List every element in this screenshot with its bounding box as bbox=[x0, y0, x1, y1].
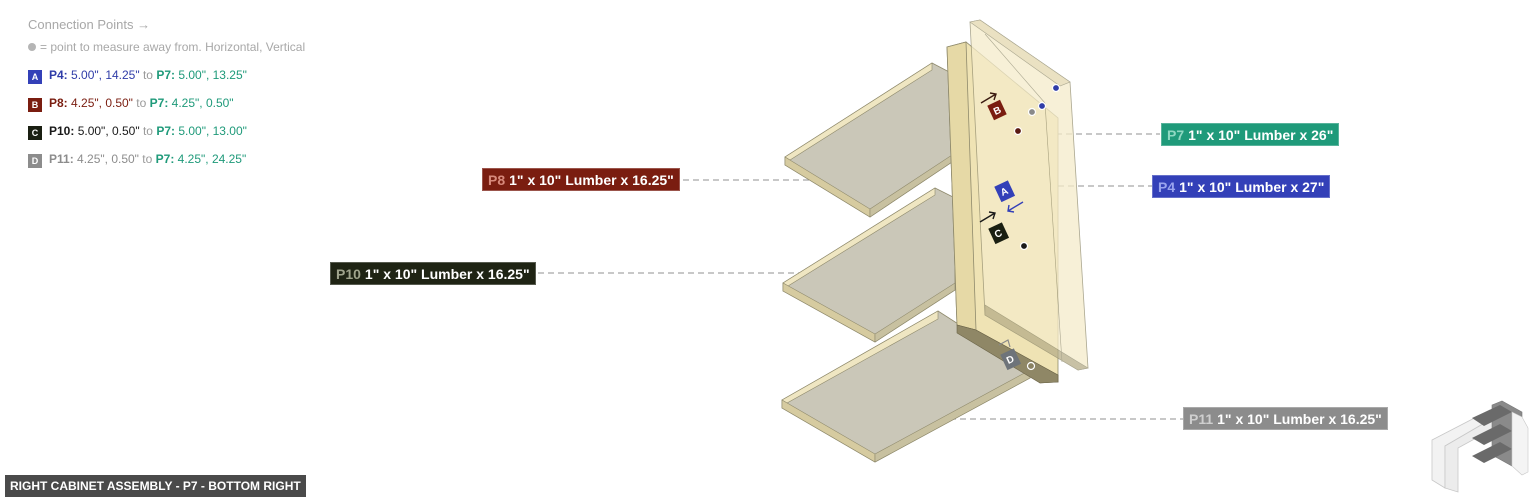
connection-marker-d[interactable]: D bbox=[998, 339, 1022, 371]
connection-marker-c[interactable]: C bbox=[979, 211, 1010, 245]
svg-text:D: D bbox=[1005, 354, 1016, 367]
shelf-p10[interactable] bbox=[782, 187, 956, 343]
shelf-p8[interactable] bbox=[784, 62, 956, 218]
svg-text:C: C bbox=[993, 228, 1004, 241]
connection-points-legend: Connection Points → = point to measure a… bbox=[28, 17, 305, 168]
badge-a: A bbox=[28, 70, 42, 84]
legend-note: = point to measure away from. Horizontal… bbox=[28, 40, 305, 56]
badge-d: D bbox=[28, 154, 42, 168]
connection-marker-a[interactable]: A bbox=[994, 180, 1024, 213]
view-cube-icon[interactable] bbox=[1431, 400, 1529, 493]
connection-marker-b[interactable]: B bbox=[980, 92, 1007, 121]
badge-c: C bbox=[28, 126, 42, 140]
assembly-caption: RIGHT CABINET ASSEMBLY - P7 - BOTTOM RIG… bbox=[5, 475, 306, 497]
badge-b: B bbox=[28, 98, 42, 112]
svg-text:B: B bbox=[992, 105, 1003, 118]
shelf-p11[interactable] bbox=[781, 310, 1031, 463]
legend-title: Connection Points → bbox=[28, 17, 151, 32]
measure-point-icon bbox=[28, 43, 36, 51]
connection-dots bbox=[1013, 83, 1061, 371]
svg-text:A: A bbox=[999, 186, 1010, 199]
